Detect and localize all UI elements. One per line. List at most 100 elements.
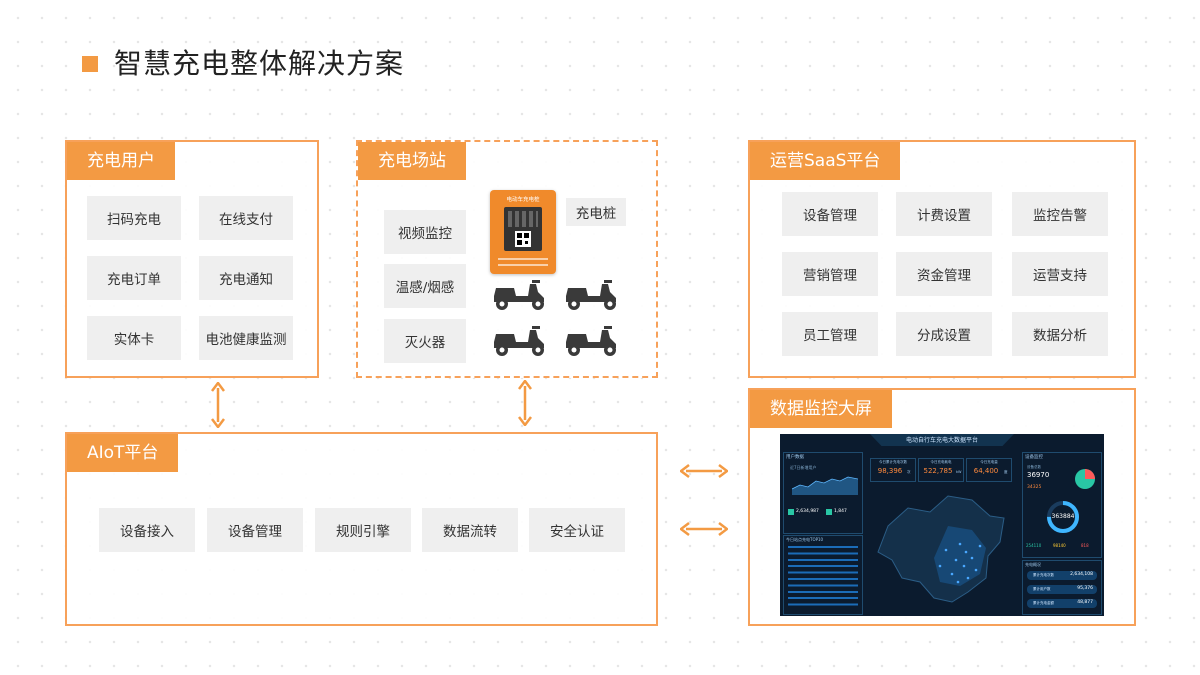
saas-item: 员工管理 (782, 312, 878, 356)
dashboard-header-bar (870, 434, 1014, 446)
overview-value: 48,877 (1077, 600, 1093, 605)
user-item: 扫码充电 (87, 196, 181, 240)
dashboard-overview-panel: 充电概况 累计充电次数 2,634,108 累计用户数 95,376 累计充电金… (1022, 560, 1102, 615)
device-total: 36970 (1027, 471, 1050, 479)
user-panel: 充电用户 扫码充电 在线支付 充电订单 充电通知 实体卡 电池健康监测 (65, 140, 319, 378)
overview-label: 累计充电次数 (1033, 573, 1054, 577)
user-item: 实体卡 (87, 316, 181, 360)
overview-value: 95,376 (1077, 586, 1093, 591)
kpi-value: 64,400 (973, 467, 999, 475)
kpi-unit: kW (956, 470, 962, 474)
pile-screen (504, 207, 542, 251)
title-marker (82, 56, 98, 72)
electric-scooter-icon (494, 280, 544, 310)
screen-panel-title: 数据监控大屏 (750, 390, 892, 428)
station-panel-title: 充电场站 (358, 142, 466, 180)
screen-panel: 数据监控大屏 电动自行车充电大数据平台 用户数据 近7日新增用户 2,634,9… (748, 388, 1136, 626)
user-item: 充电订单 (87, 256, 181, 300)
device-ring-chart (1047, 501, 1079, 533)
kpi-unit: 次 (907, 470, 911, 474)
stat-a-value: 2,634,987 (796, 509, 819, 514)
double-arrow-icon (518, 380, 532, 426)
right-panel-title: 设备监控 (1025, 455, 1043, 460)
page-title: 智慧充电整体解决方案 (114, 47, 405, 80)
dashboard-title: 电动自行车充电大数据平台 (905, 437, 978, 444)
charging-pile-image: 电动车充电桩 (490, 190, 556, 274)
ring-value: 363884 (1051, 513, 1075, 520)
charging-pile-label: 充电桩 (566, 198, 626, 226)
user-item: 充电通知 (199, 256, 293, 300)
ring-a: 254110 (1026, 543, 1042, 548)
left-panel-title: 用户数据 (786, 455, 804, 460)
pile-footer (498, 258, 548, 260)
kpi-label: 今日充电耗电 (930, 460, 952, 464)
left-panel-sub: 近7日新增用户 (790, 465, 817, 470)
saas-item: 数据分析 (1012, 312, 1108, 356)
saas-panel: 运营SaaS平台 设备管理 计费设置 监控告警 营销管理 资金管理 运营支持 员… (748, 140, 1136, 378)
user-item: 电池健康监测 (199, 316, 293, 360)
kpi-box: 今日充电量 64,400 度 (966, 458, 1012, 482)
station-item: 温感/烟感 (384, 264, 466, 308)
station-item: 视频监控 (384, 210, 466, 254)
user-trend-chart (792, 476, 858, 495)
user-panel-title: 充电用户 (67, 142, 175, 180)
double-arrow-icon (680, 522, 728, 536)
kpi-unit: 度 (1004, 470, 1008, 474)
electric-scooter-icon (494, 326, 544, 356)
dashboard-right-panel: 设备监控 设备总数 36970 34325 363884 254110 9814… (1022, 452, 1102, 558)
overview-row: 累计充电次数 2,634,108 (1027, 571, 1097, 580)
aiot-item: 规则引擎 (315, 508, 411, 552)
right-panel-sub: 设备总数 (1027, 465, 1041, 469)
user-item: 在线支付 (199, 196, 293, 240)
dashboard-rank-panel: 今日站点充电TOP10 (783, 535, 863, 615)
china-map (877, 495, 1005, 603)
stat-a-icon (788, 509, 794, 515)
kpi-box: 今日累计充电次数 98,396 次 (870, 458, 916, 482)
pile-footer (498, 264, 548, 266)
pile-keypad (508, 211, 538, 227)
station-item: 灭火器 (384, 319, 466, 363)
saas-item: 营销管理 (782, 252, 878, 296)
device-pie-chart (1075, 469, 1095, 489)
stat-b-value: 1,847 (834, 509, 847, 514)
device-online: 34325 (1027, 485, 1042, 490)
electric-scooter-icon (566, 326, 616, 356)
aiot-item: 设备管理 (207, 508, 303, 552)
station-panel: 充电场站 视频监控 温感/烟感 灭火器 电动车充电桩 充电桩 (356, 140, 658, 378)
aiot-item: 设备接入 (99, 508, 195, 552)
kpi-box: 今日充电耗电 522,785 kW (918, 458, 964, 482)
rank-panel-title: 今日站点充电TOP10 (786, 537, 824, 542)
overview-label: 累计充电金额 (1033, 601, 1054, 605)
overview-row: 累计用户数 95,376 (1027, 585, 1097, 594)
stat-b-icon (826, 509, 832, 515)
overview-row: 累计充电金额 48,877 (1027, 599, 1097, 608)
overview-value: 2,634,108 (1070, 572, 1093, 577)
saas-item: 运营支持 (1012, 252, 1108, 296)
kpi-label: 今日累计充电次数 (879, 460, 907, 464)
double-arrow-icon (680, 464, 728, 478)
ring-c: 818 (1081, 543, 1089, 548)
rank-bars (788, 546, 858, 610)
dashboard-left-panel: 用户数据 近7日新增用户 2,634,987 1,847 (783, 452, 863, 534)
qr-code-icon (515, 231, 531, 247)
kpi-value: 522,785 (923, 467, 953, 475)
saas-item: 监控告警 (1012, 192, 1108, 236)
saas-item: 资金管理 (896, 252, 992, 296)
saas-item: 计费设置 (896, 192, 992, 236)
overview-title: 充电概况 (1025, 562, 1041, 567)
overview-label: 累计用户数 (1033, 587, 1051, 591)
aiot-panel-title: AIoT平台 (67, 434, 179, 472)
ring-b: 98140 (1053, 543, 1066, 548)
saas-panel-title: 运营SaaS平台 (750, 142, 901, 180)
aiot-item: 数据流转 (422, 508, 518, 552)
charging-pile-sign: 电动车充电桩 (506, 197, 540, 203)
kpi-label: 今日充电量 (980, 460, 998, 464)
dashboard-screenshot: 电动自行车充电大数据平台 用户数据 近7日新增用户 2,634,987 1,84… (780, 434, 1104, 616)
saas-item: 设备管理 (782, 192, 878, 236)
double-arrow-icon (211, 382, 225, 428)
saas-item: 分成设置 (896, 312, 992, 356)
aiot-panel: AIoT平台 设备接入 设备管理 规则引擎 数据流转 安全认证 (65, 432, 658, 626)
electric-scooter-icon (566, 280, 616, 310)
aiot-item: 安全认证 (529, 508, 625, 552)
kpi-value: 98,396 (877, 467, 903, 475)
